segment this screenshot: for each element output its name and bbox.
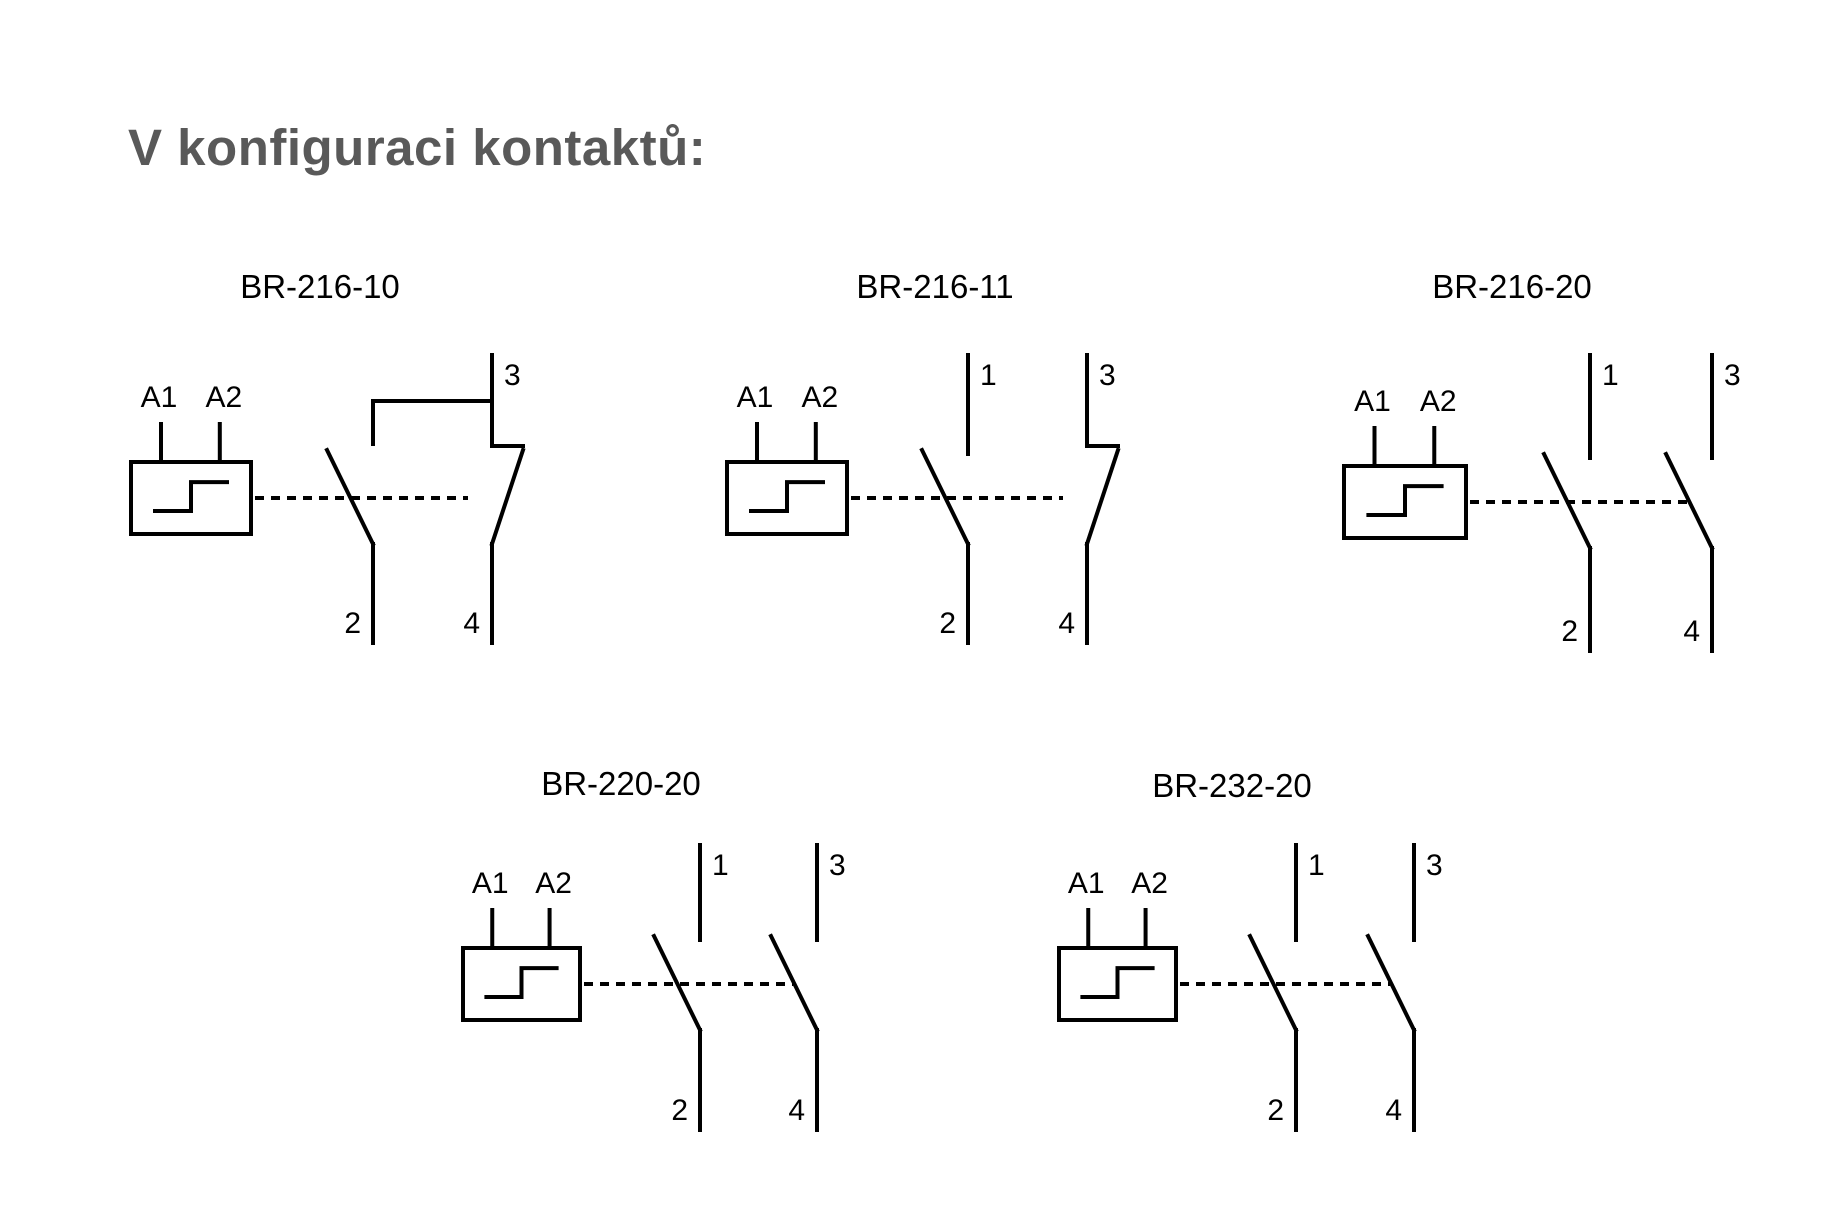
contact-blade-no [919,447,971,547]
diagram-title: BR-220-20 [541,765,701,802]
contact-label-bottom: 2 [344,607,361,640]
diagram-title: BR-232-20 [1152,767,1312,804]
coil-label-a1: A1 [141,381,178,414]
contact-label-bottom: 4 [1683,615,1700,648]
contact-blade-no [1247,933,1299,1033]
contact-label-bottom: 4 [1385,1094,1402,1127]
coil-box [725,460,849,536]
contact-blade-no [1541,451,1593,551]
coil-label-a2: A2 [205,381,242,414]
contact-blade-no [768,933,820,1033]
contact-label-top: 1 [712,849,729,882]
contact-label-bottom: 2 [671,1094,688,1127]
contact-blade-no [324,447,376,547]
contact-blade-no [1663,451,1715,551]
coil-label-a1: A1 [1354,385,1391,418]
diagram-title: BR-216-10 [240,268,400,305]
coil-label-a1: A1 [472,867,509,900]
coil-label-a2: A2 [535,867,572,900]
contact-label-top: 1 [980,359,997,392]
contact-blade-no [651,933,703,1033]
contact-label-bottom: 2 [939,607,956,640]
contact-label-top: 3 [1426,849,1443,882]
coil-label-a1: A1 [1068,867,1105,900]
contact-blade-no [1365,933,1417,1033]
coil-box [461,946,582,1022]
step-icon [1366,484,1444,517]
contact-label-top: 3 [1099,359,1116,392]
contact-label-bottom: 4 [1058,607,1075,640]
contact-blade-nc [489,447,526,547]
contact-label-top: 3 [829,849,846,882]
contact-label-bottom: 4 [788,1094,805,1127]
step-icon [749,480,825,513]
contact-bridge [371,399,494,446]
diagram-title: BR-216-20 [1432,268,1592,305]
contact-label-top: 1 [1602,359,1619,392]
contact-blade-nc [1084,447,1121,547]
contact-label-bottom: 2 [1267,1094,1284,1127]
step-icon [1080,966,1155,999]
contact-label-top: 3 [504,359,521,392]
contact-label-bottom: 4 [463,607,480,640]
coil-box [1342,464,1468,540]
coil-label-a2: A2 [1420,385,1457,418]
page-title: V konfiguraci kontaktů: [128,119,707,176]
coil-label-a1: A1 [737,381,774,414]
diagram-title: BR-216-11 [856,268,1013,305]
coil-box [1057,946,1178,1022]
coil-label-a2: A2 [801,381,838,414]
coil-box [129,460,253,536]
step-icon [484,966,559,999]
step-icon [153,480,229,513]
coil-label-a2: A2 [1131,867,1168,900]
contact-label-top: 3 [1724,359,1741,392]
contact-label-bottom: 2 [1561,615,1578,648]
contact-label-top: 1 [1308,849,1325,882]
